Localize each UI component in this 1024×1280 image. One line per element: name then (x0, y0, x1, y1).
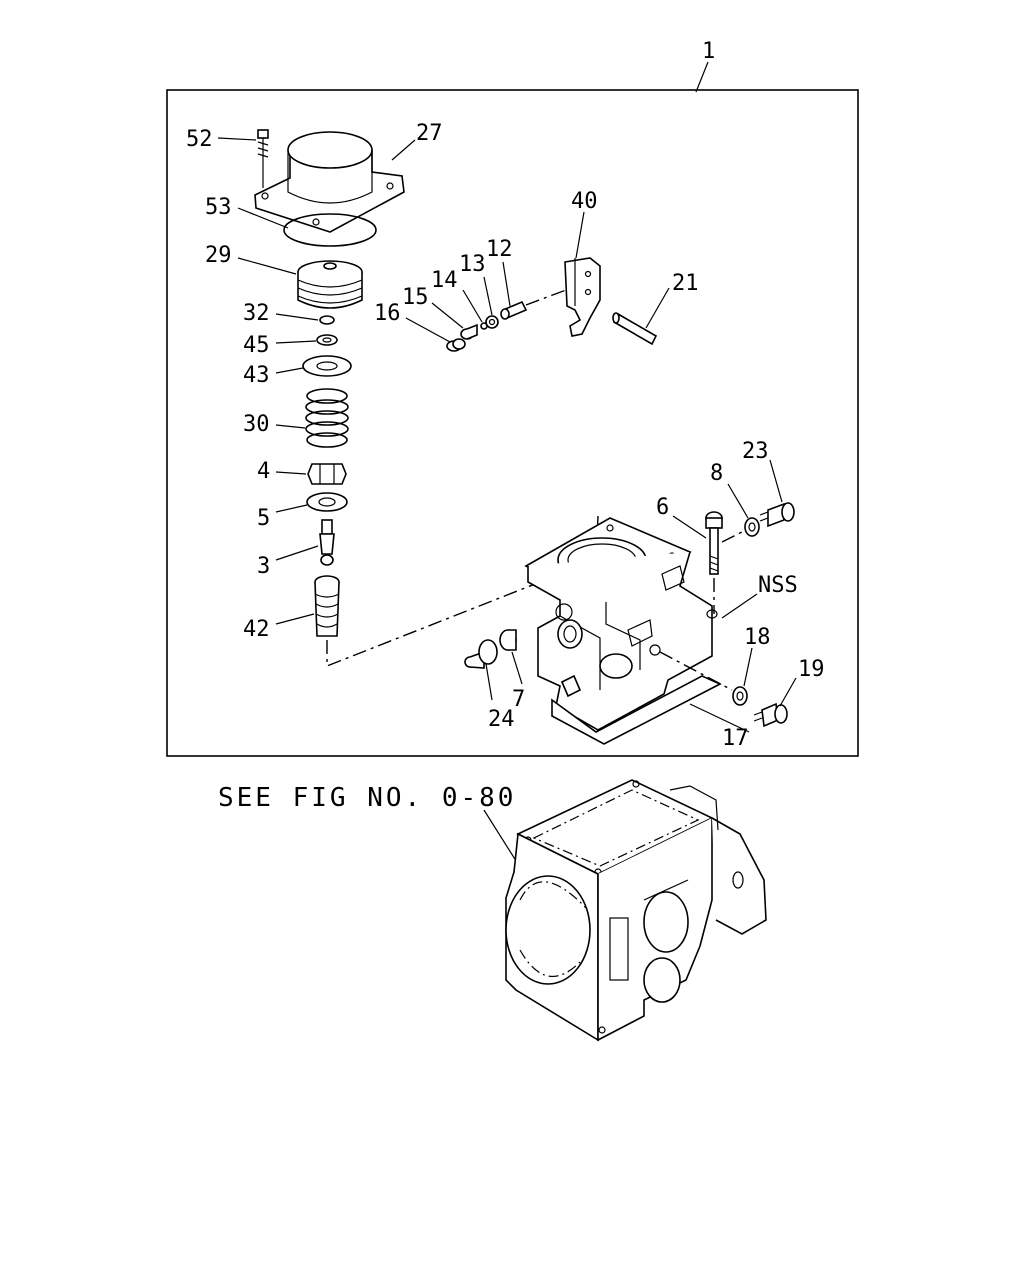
callout-17: 17 (722, 726, 749, 751)
callout-32: 32 (243, 301, 270, 326)
callout-6: 6 (656, 495, 669, 520)
callout-3: 3 (257, 554, 270, 579)
callout-14: 14 (431, 268, 458, 293)
reference-note: SEE FIG NO. 0-80 (218, 783, 516, 813)
callout-12: 12 (486, 237, 513, 262)
callout-16: 16 (374, 301, 401, 326)
callout-52: 52 (186, 127, 213, 152)
housing-body (524, 517, 718, 731)
part-4-nut (307, 463, 347, 485)
callout-24: 24 (488, 707, 515, 732)
part-15-bushing (460, 323, 478, 340)
part-52-screw (257, 129, 269, 188)
assembly-line-washer (721, 530, 745, 543)
callout-30: 30 (243, 412, 270, 437)
part-30-spring (305, 388, 349, 448)
callout-42: 42 (243, 617, 270, 642)
callout-13: 13 (459, 252, 486, 277)
callout-23: 23 (742, 439, 769, 464)
part-13-nut (485, 315, 499, 329)
part-40-lever (564, 257, 601, 337)
part-32-washer (319, 315, 335, 325)
callout-7: 7 (512, 687, 525, 712)
part-6-bolt (705, 511, 723, 575)
callout-5: 5 (257, 506, 270, 531)
callout-19: 19 (798, 657, 825, 682)
assembly-line-link (525, 289, 567, 306)
part-7-cap (499, 629, 517, 651)
part-29-diaphragm (297, 260, 363, 309)
leader-1 (695, 61, 709, 93)
callout-43: 43 (243, 363, 270, 388)
part-24-fitting (464, 639, 498, 669)
part-18-washer (732, 686, 748, 706)
callout-27: 27 (416, 121, 443, 146)
part-53-oring (283, 213, 377, 247)
part-43-seat (302, 355, 352, 377)
callout-40: 40 (571, 189, 598, 214)
part-16-nut (446, 338, 466, 352)
assembly-frame (166, 89, 859, 757)
part-3-pin (319, 519, 335, 566)
part-45-washer (316, 334, 338, 346)
part-19-screw (753, 702, 788, 728)
part-5-washer (306, 492, 348, 512)
part-27-cover (254, 131, 405, 233)
assembly-line-18 (659, 651, 733, 691)
part-8-washer (744, 517, 760, 537)
callout-53: 53 (205, 195, 232, 220)
part-12-pin (500, 300, 528, 320)
callout-4: 4 (257, 459, 270, 484)
callout-29: 29 (205, 243, 232, 268)
callout-1: 1 (702, 39, 715, 64)
part-23-screw (759, 502, 795, 528)
callout-45: 45 (243, 333, 270, 358)
callout-8: 8 (710, 461, 723, 486)
callout-15: 15 (402, 285, 429, 310)
part-21-shaft (612, 312, 658, 346)
callout-NSS: NSS (758, 573, 798, 598)
callout-21: 21 (672, 271, 699, 296)
pump-body-reference (505, 779, 767, 1042)
callout-18: 18 (744, 625, 771, 650)
part-42-boot (314, 575, 340, 637)
